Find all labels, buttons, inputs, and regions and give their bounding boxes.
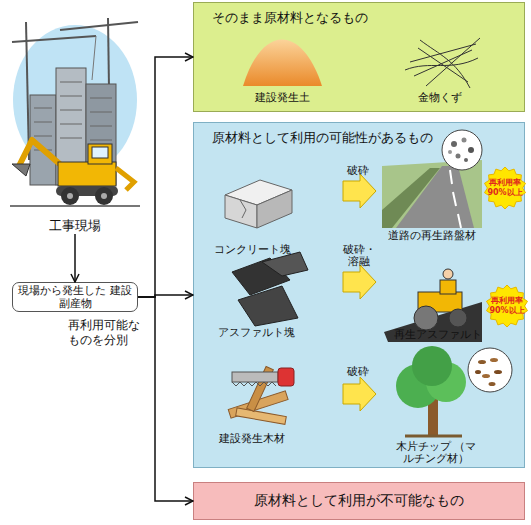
- badge-starburst: [487, 285, 528, 327]
- node-text: そのまま原材料となるもの: [212, 10, 524, 26]
- construction-site-illustration: [60, 22, 138, 30]
- construction-site-illustration: [101, 193, 107, 199]
- construction-site-illustration: [13, 25, 137, 175]
- item-label: アスファルト塊: [211, 326, 301, 338]
- node-text: 現場から発生した 建設副産物: [13, 284, 137, 310]
- node-text: 原材料として利用が不可能なもの: [254, 492, 464, 510]
- item-label: コンクリート塊: [207, 243, 297, 255]
- construction-site-illustration: [56, 68, 86, 185]
- badge-starburst: [485, 167, 526, 209]
- flow-arrow: [138, 295, 193, 297]
- construction-site-illustration: [30, 95, 56, 185]
- flow-arrow: [74, 234, 76, 282]
- flow-arrow: [138, 297, 193, 501]
- construction-site-illustration: [12, 36, 96, 42]
- construction-site-illustration: [108, 18, 110, 160]
- process-box: 現場から発生した 建設副産物: [12, 282, 138, 312]
- construction-site-illustration: [34, 82, 112, 150]
- item-label: 金物くず: [400, 91, 480, 103]
- construction-site-illustration: [10, 205, 140, 207]
- flow-arrow: [138, 57, 193, 297]
- construction-site-illustration: [26, 22, 29, 160]
- item-label: 再生アスファルト: [388, 328, 488, 340]
- category-box: 原材料として利用が不可能なもの: [193, 482, 525, 520]
- construction-site-illustration: [58, 162, 116, 186]
- item-label: 木片チップ （マルチング材）: [394, 440, 478, 464]
- sorting-note: 再利用可能な ものを分別: [68, 318, 148, 348]
- construction-site-illustration: [67, 193, 73, 199]
- construction-site-illustration: [10, 18, 140, 206]
- construction-site-illustration: [116, 168, 134, 190]
- construction-site-illustration: [88, 144, 112, 164]
- node-text: 再利用率 90%以上: [486, 296, 528, 316]
- node-text: 工事現場: [49, 218, 101, 234]
- item-label: 破砕: [338, 365, 378, 377]
- item-label: 破砕・溶融: [342, 243, 376, 267]
- construction-site-illustration: [12, 164, 30, 176]
- node-text: 再利用率 90%以上: [484, 178, 526, 198]
- item-label: 道路の再生路盤材: [382, 229, 482, 241]
- construction-site-illustration: [61, 187, 79, 205]
- construction-site-illustration: [92, 36, 96, 80]
- construction-site-illustration: [92, 147, 108, 158]
- rate-badge: 再利用率 90%以上: [484, 167, 526, 209]
- node-text: 原材料として利用の可能性があるもの: [212, 130, 524, 146]
- construction-site-illustration: [95, 187, 113, 205]
- site-node: 工事現場: [25, 218, 125, 234]
- construction-site-illustration: [56, 186, 118, 196]
- category-box: そのまま原材料となるもの: [193, 2, 525, 112]
- rate-badge: 再利用率 90%以上: [486, 285, 528, 327]
- construction-site-illustration: [18, 140, 62, 168]
- item-label: 破砕: [338, 164, 378, 176]
- construction-site-illustration: [86, 84, 116, 185]
- item-label: 建設発生木材: [207, 432, 297, 444]
- item-label: 建設発生土: [242, 91, 322, 103]
